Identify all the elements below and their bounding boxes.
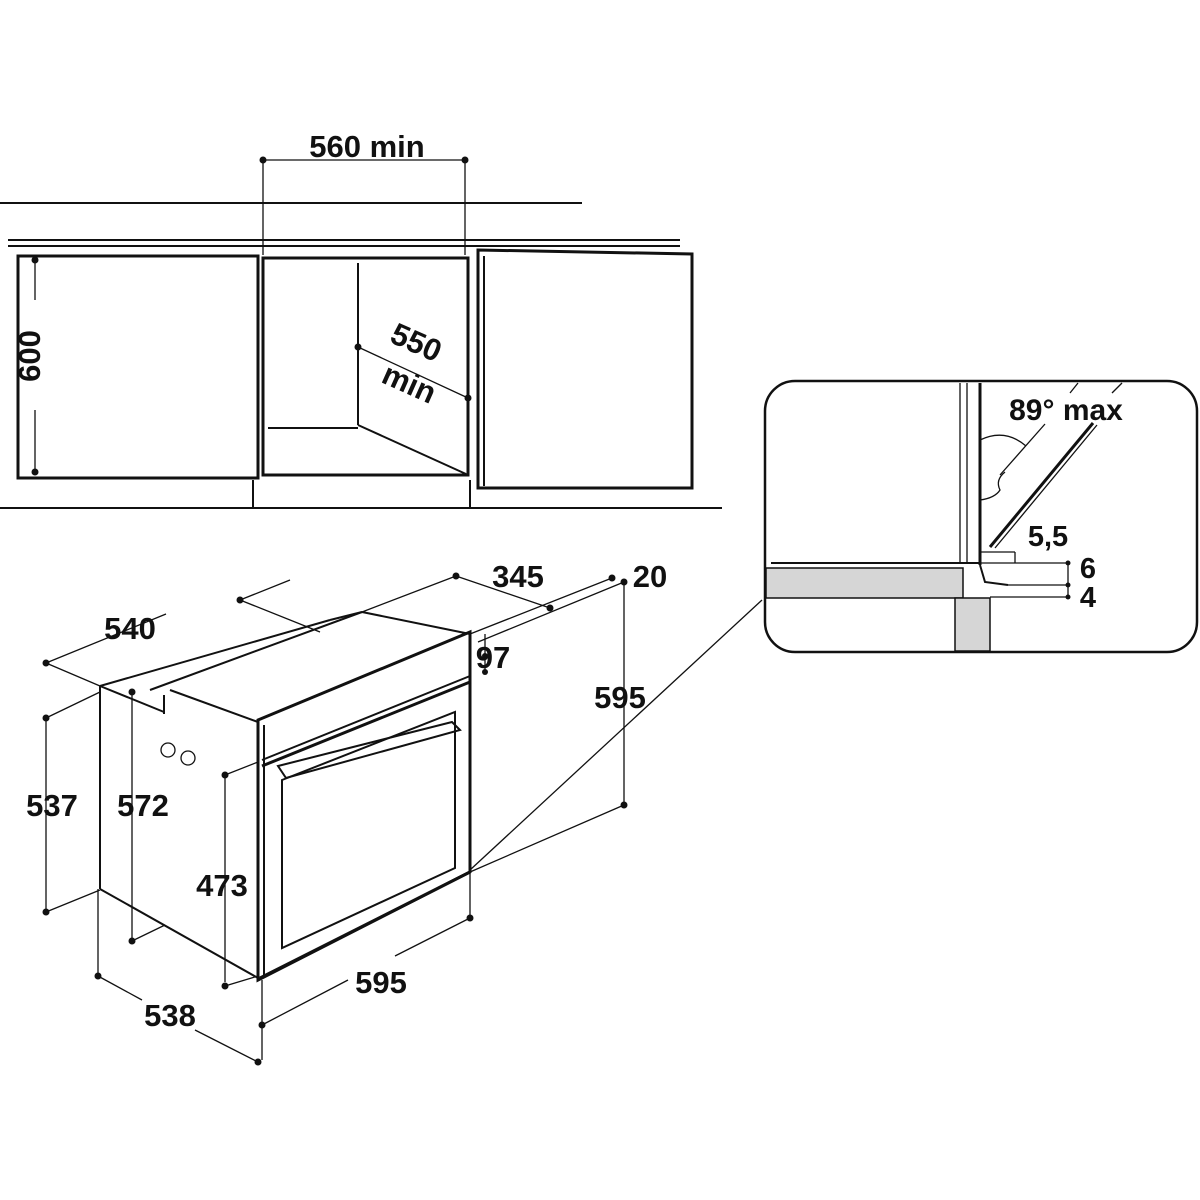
cabinet-height-label: 600 bbox=[12, 330, 47, 382]
oven-overall-width-label: 595 bbox=[355, 965, 407, 1000]
cabinet-elevation: 560 min 600 550 min bbox=[0, 129, 722, 509]
door-detail-inset: 89° max 5,5 6 4 bbox=[763, 379, 1199, 654]
door-gap-label: 5,5 bbox=[1028, 521, 1068, 553]
oven-body-depth-label: 538 bbox=[144, 998, 196, 1033]
oven-dimensions: 540 345 20 97 595 537 572 473 595 538 bbox=[26, 559, 763, 1066]
oven-body-depth-height-label: 572 bbox=[117, 788, 169, 823]
dim-4-label: 4 bbox=[1080, 582, 1096, 614]
oven-body-height-label: 537 bbox=[26, 788, 78, 823]
oven-depth-top-label: 540 bbox=[104, 611, 156, 646]
oven-top-offset-label: 20 bbox=[633, 559, 667, 594]
dim-6-label: 6 bbox=[1080, 553, 1096, 585]
oven-panel-height-label: 97 bbox=[476, 640, 510, 675]
oven-door-height-label: 473 bbox=[196, 868, 248, 903]
door-angle-label: 89° max bbox=[1009, 394, 1123, 427]
cabinet-width-label: 560 min bbox=[309, 129, 424, 164]
oven-top-recess-label: 345 bbox=[492, 559, 544, 594]
oven-overall-height-label: 595 bbox=[594, 680, 646, 715]
